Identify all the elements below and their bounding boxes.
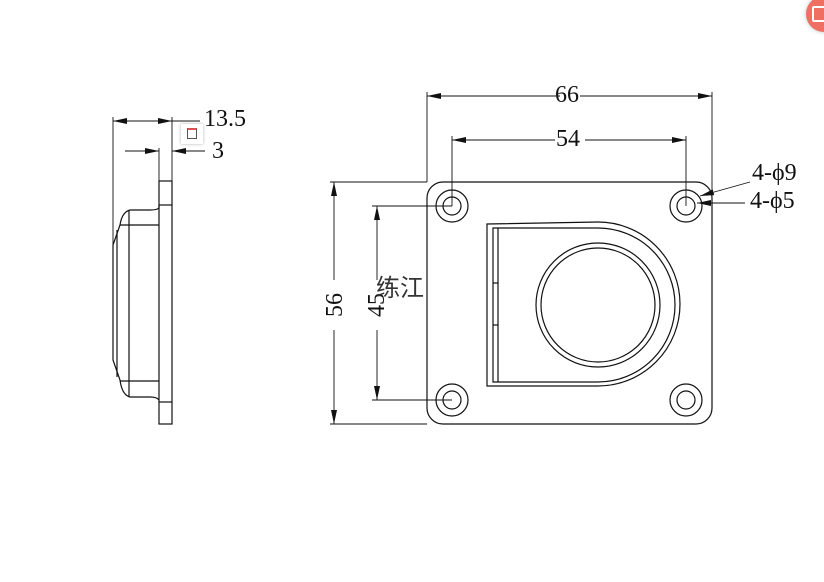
- calculator-icon[interactable]: [181, 124, 203, 144]
- side-view: 13.5 3: [112, 106, 246, 425]
- counterbore-callout: 4-ϕ9: [752, 160, 797, 186]
- ring-recess: [486, 221, 681, 387]
- hole-callout: 4-ϕ5: [750, 188, 795, 214]
- hole-spacing-y-dimension: 45: [364, 293, 390, 317]
- height-dimension: 56: [322, 293, 348, 317]
- thickness-dimension: 3: [212, 138, 224, 164]
- hole-spacing-x-dimension: 54: [556, 126, 580, 152]
- depth-dimension: 13.5: [204, 106, 246, 132]
- front-view: 66 54 56 45 4-ϕ9 4-ϕ5 练江: [322, 82, 797, 425]
- floating-app-button[interactable]: [806, 0, 824, 32]
- app-icon: [812, 6, 824, 22]
- watermark: 练江: [376, 274, 424, 302]
- width-dimension: 66: [555, 82, 579, 108]
